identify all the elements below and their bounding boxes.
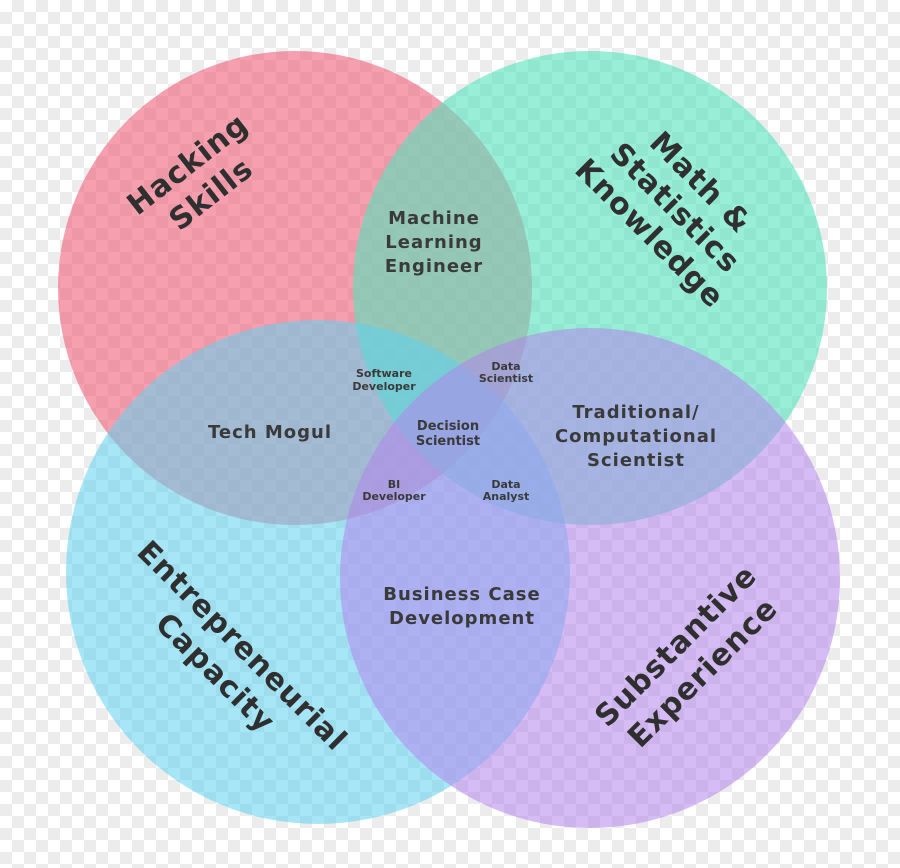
ml-line2: Learning bbox=[385, 232, 482, 253]
label-decision-scientist: Decision Scientist bbox=[416, 419, 480, 449]
software-line2: Developer bbox=[352, 380, 416, 393]
label-traditional-computational-scientist: Traditional/ Computational Scientist bbox=[555, 402, 717, 471]
label-machine-learning-engineer: Machine Learning Engineer bbox=[385, 208, 483, 277]
label-business-case-development: Business Case Development bbox=[383, 584, 540, 629]
traditional-line1: Traditional/ bbox=[572, 402, 699, 423]
traditional-line3: Scientist bbox=[587, 450, 685, 471]
circle-substantive-experience bbox=[340, 328, 840, 828]
data-analyst-line1: Data bbox=[491, 478, 520, 491]
data-scientist-line1: Data bbox=[491, 360, 520, 373]
business-line2: Development bbox=[389, 608, 535, 629]
bi-line1: BI bbox=[388, 478, 400, 491]
label-data-scientist: Data Scientist bbox=[479, 360, 533, 385]
label-tech-mogul: Tech Mogul bbox=[208, 422, 332, 443]
software-line1: Software bbox=[356, 367, 412, 380]
bi-line2: Developer bbox=[362, 490, 426, 503]
traditional-line2: Computational bbox=[555, 426, 717, 447]
label-software-developer: Software Developer bbox=[352, 367, 416, 393]
ml-line3: Engineer bbox=[385, 256, 483, 277]
label-data-analyst: Data Analyst bbox=[483, 478, 530, 503]
data-scientist-line2: Scientist bbox=[479, 372, 533, 385]
decision-line1: Decision bbox=[417, 419, 479, 434]
data-analyst-line2: Analyst bbox=[483, 490, 530, 503]
business-line1: Business Case bbox=[383, 584, 540, 605]
ml-line1: Machine bbox=[388, 208, 480, 229]
label-bi-developer: BI Developer bbox=[362, 478, 426, 503]
decision-line2: Scientist bbox=[416, 434, 480, 449]
